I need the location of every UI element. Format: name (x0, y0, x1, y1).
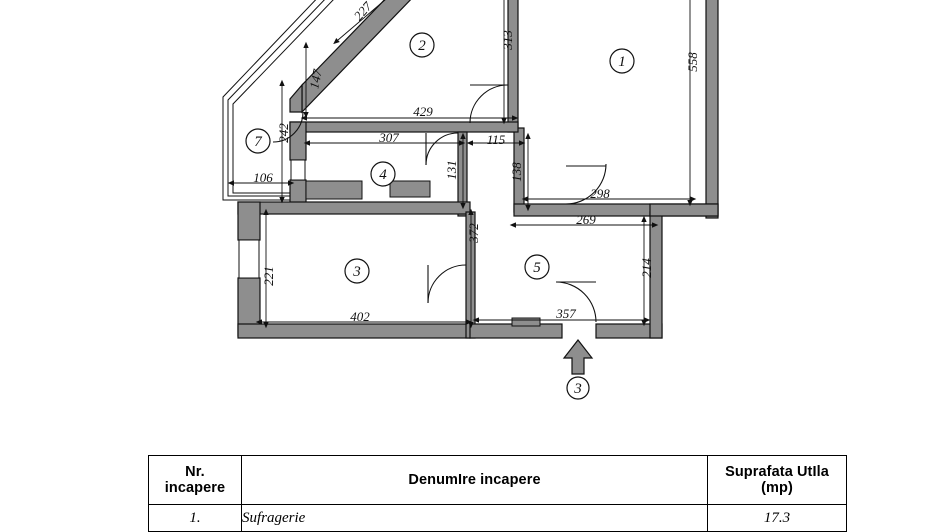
header-denumire-incapere: DenumIre incapere (241, 455, 708, 505)
dimension-label: 214 (639, 258, 654, 278)
room-bubble-label: 3 (352, 264, 361, 280)
room-bubble-4: 4 (370, 161, 396, 187)
window-balcony-room4 (290, 159, 306, 181)
door-arc-room1-bottom (565, 163, 607, 205)
dimension-label: 298 (590, 186, 610, 201)
room-bubble-3: 3 (344, 258, 370, 284)
wall-diagonal-stub (289, 83, 303, 113)
header-area-line2: (mp) (761, 480, 793, 496)
dimension-label: 372 (466, 223, 481, 244)
dimension-labels: 227 147 242 106 429 307 115 131 138 313 … (253, 0, 700, 324)
room-bubble-circle (344, 258, 370, 284)
room-bubble-label: 1 (618, 54, 626, 70)
wall-room1-left (507, 0, 519, 133)
dimension-label: 558 (685, 52, 700, 72)
wall-room3-top (237, 201, 471, 215)
fixture-bathtub (305, 180, 363, 200)
dimension-label: 138 (509, 162, 524, 182)
wall-bottom-left (237, 323, 471, 339)
dimension-label: 307 (378, 130, 399, 145)
window-room3-left (238, 239, 260, 279)
dimension-label: 269 (576, 212, 596, 227)
room-schedule-table: Nr. incapere DenumIre incapere Suprafata… (148, 455, 847, 532)
room-bubble-label: 7 (254, 134, 263, 150)
header-name-line1: DenumIre incapere (408, 471, 541, 488)
room-bubble-label: 5 (533, 260, 541, 276)
header-area-line1: Suprafata UtIla (725, 463, 829, 480)
door-arc-room4 (425, 132, 459, 166)
header-nr-line1: Nr. (185, 463, 205, 480)
room-bubble-2: 2 (409, 32, 435, 58)
room-bubble-label: 2 (418, 38, 426, 54)
fixture-sink (389, 180, 431, 198)
entrance-arrow-group: 3 (562, 339, 594, 400)
wall-room2-bottom (289, 121, 519, 133)
room-bubble-5: 5 (524, 254, 550, 280)
door-arc-room1-top (469, 84, 509, 124)
header-suprafata-utila: Suprafata UtIla (mp) (707, 455, 847, 505)
wall-structure (222, 0, 719, 339)
dimension-label: 313 (500, 30, 515, 51)
room-bubble-circle (370, 161, 396, 187)
room-bubble-circle (409, 32, 435, 58)
room-bubble-circle (524, 254, 550, 280)
dimension-label: 242 (276, 123, 291, 143)
room-bubble-circle (245, 128, 271, 154)
room-number-bubbles: 1 2 3 4 5 7 (245, 32, 635, 284)
balcony-outline (222, 0, 334, 201)
wall-room5-threshold-left (511, 317, 541, 327)
floor-plan-drawing: 3 1 2 3 4 5 (222, 0, 719, 400)
door-arc-room3 (427, 264, 467, 304)
schedule-header-row: Nr. incapere DenumIre incapere Suprafata… (148, 455, 847, 505)
wall-room5-right-top (649, 203, 719, 217)
cell-area: 17.3 (707, 504, 847, 532)
door-arc-entrance (555, 281, 597, 323)
schedule-table-body: 1. Sufragerie 17.3 (148, 504, 847, 532)
dimension-label: 429 (413, 104, 433, 119)
dimension-label: 131 (444, 160, 459, 180)
header-nr-line2: incapere (164, 480, 226, 496)
dimension-label: 106 (253, 170, 273, 185)
dimension-label: 115 (487, 132, 506, 147)
entrance-marker-label: 3 (573, 381, 582, 397)
room-bubble-7: 7 (245, 128, 271, 154)
dim-line-227 (333, 0, 397, 45)
room-bubble-label: 4 (379, 167, 387, 183)
schedule-table-head: Nr. incapere DenumIre incapere Suprafata… (148, 455, 847, 505)
room-bubble-circle (609, 48, 635, 74)
entrance-arrow-icon (562, 339, 594, 375)
cell-nr: 1. (148, 504, 242, 532)
entrance-marker-circle (566, 376, 590, 400)
dimension-label: 221 (261, 266, 276, 286)
table-row: 1. Sufragerie 17.3 (148, 504, 847, 532)
dimension-lines (227, 0, 697, 329)
cell-name: Sufragerie (241, 504, 708, 532)
dimension-label: 147 (306, 67, 325, 90)
dimension-label: 357 (555, 306, 576, 321)
wall-room1-right (705, 0, 719, 219)
dimension-label: 402 (350, 309, 370, 324)
wall-room3-left-upper (237, 201, 261, 241)
room-bubble-1: 1 (609, 48, 635, 74)
header-nr-incapere: Nr. incapere (148, 455, 242, 505)
